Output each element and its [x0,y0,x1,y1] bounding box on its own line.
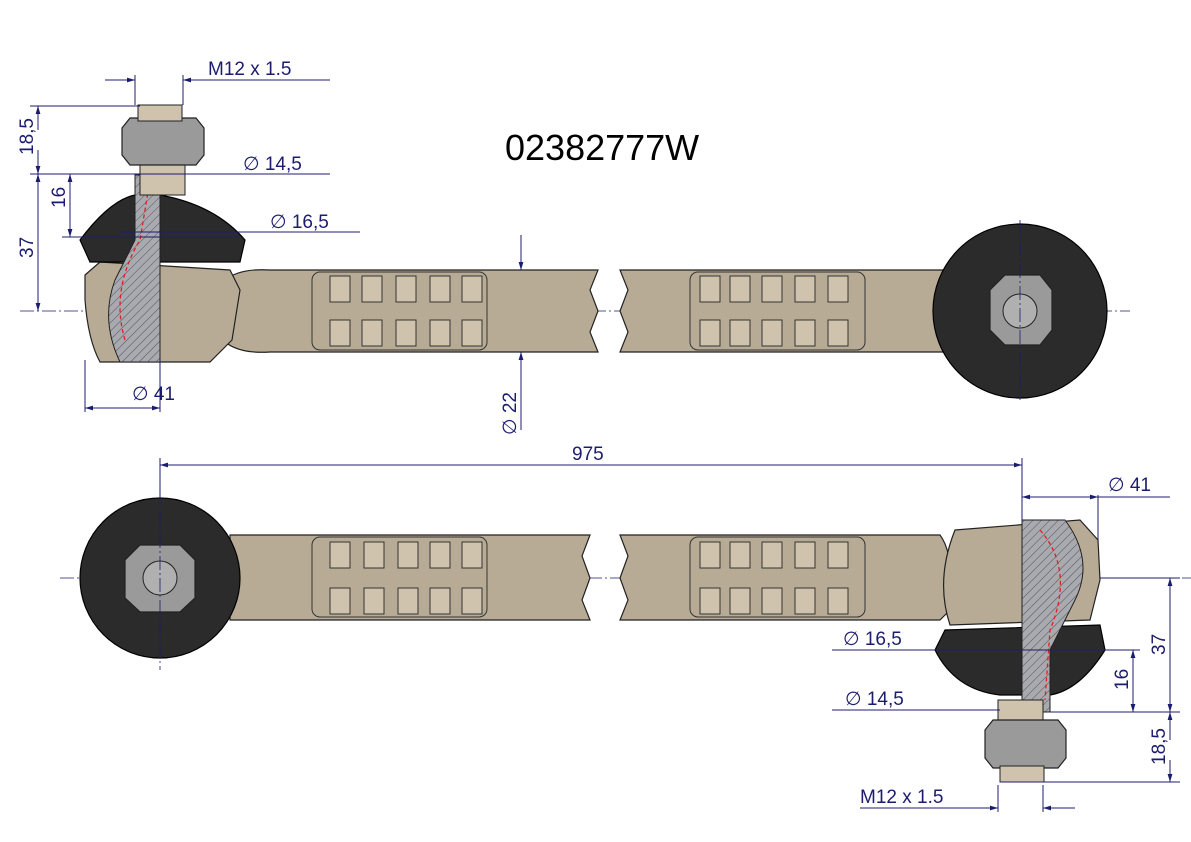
stud-tip [137,104,183,122]
housing-dia-label: ∅ 41 [132,384,175,405]
height-label: 37 [17,237,38,258]
height-label: 37 [1149,634,1170,655]
nut [121,117,205,166]
dia-large-label: ∅ 16,5 [843,629,902,650]
top-dimensions: M12 x 1.5 18,5 37 16 ∅ 14,5 ∅ 16,5 ∅ 41 … [17,59,524,435]
length-dimension: 975 [159,444,1023,520]
dia-small-label: ∅ 14,5 [845,689,904,710]
bottom-dimensions: ∅ 41 37 18,5 16 ∅ 16,5 ∅ 14,5 M12 x 1.5 [832,475,1180,812]
part-number: 02382777W [505,127,699,168]
stud-tip [999,765,1045,783]
thread-label: M12 x 1.5 [208,59,291,80]
rod-shaft-right [619,534,952,621]
dia-small-label: ∅ 14,5 [243,154,302,175]
rod-dia-label: ∅ 22 [500,392,521,435]
rod-shaft-right [619,269,951,353]
rubber-boot [79,194,246,263]
nut-height-label: 18,5 [17,118,38,155]
top-tie-rod [20,104,1130,400]
section-cut [1021,519,1084,713]
nut [984,719,1067,769]
rubber-boot [934,624,1106,696]
length-label: 975 [572,444,604,465]
rod-shaft-left [224,269,599,353]
rod-shaft-left [229,534,591,621]
bottom-tie-rod [60,490,1191,783]
section-cut [108,174,161,363]
dia-large-label: ∅ 16,5 [270,212,329,233]
thread-label: M12 x 1.5 [860,787,943,808]
cone-height-label: 16 [49,187,70,208]
cone-height-label: 16 [1112,669,1133,690]
nut-height-label: 18,5 [1149,728,1170,765]
housing-dia-label: ∅ 41 [1108,475,1151,496]
